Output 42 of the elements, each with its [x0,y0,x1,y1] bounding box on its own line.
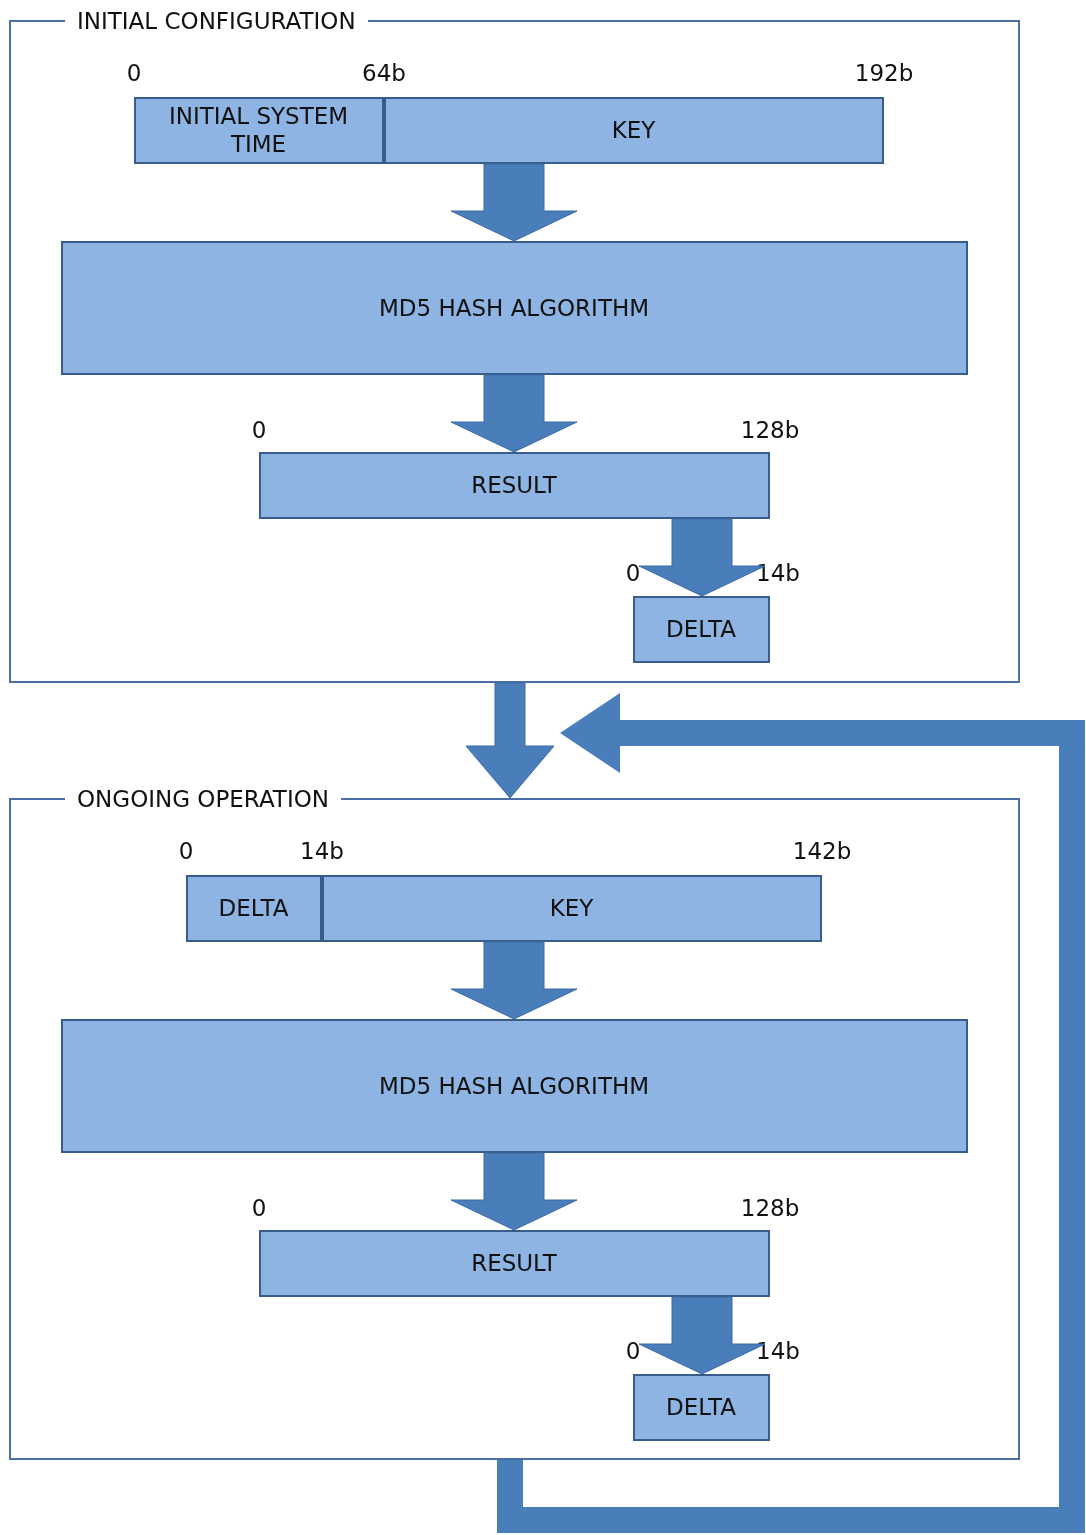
field-label: DELTA [218,894,289,922]
bit-offset-label: 0 [178,837,194,865]
field-box [632,1373,770,1441]
block-arrow [450,941,578,1020]
field-box [321,874,822,942]
field-label: RESULT [471,1249,557,1277]
bit-offset-label: 192b [854,59,914,87]
field-label: DELTA [666,1393,736,1421]
field-box [258,451,770,519]
block-arrow [638,518,766,597]
block-arrow [638,1296,766,1375]
field-label: DELTA [666,615,736,643]
field-box [185,874,322,942]
bit-offset-label: 128b [740,1194,800,1222]
field-box [60,1018,968,1153]
feedback-arrow [497,693,1085,1533]
field-box [383,96,884,164]
field-label: KEY [611,116,656,144]
bit-offset-label: 14b [300,837,344,865]
bit-offset-label: 0 [126,59,142,87]
field-box [632,595,770,663]
block-arrow [465,682,555,799]
bit-offset-label: 14b [756,1337,800,1365]
bit-offset-label: 0 [251,416,267,444]
field-label: MD5 HASH ALGORITHM [378,1071,650,1100]
field-box [133,96,384,164]
bit-offset-label: 0 [251,1194,267,1222]
field-label: MD5 HASH ALGORITHM [378,293,650,322]
bit-offset-label: 142b [792,837,852,865]
field-label: KEY [549,894,594,922]
block-arrow [450,374,578,453]
bit-offset-label: 0 [625,1337,641,1365]
bit-offset-label: 64b [362,59,406,87]
field-label: RESULT [471,471,557,499]
bit-offset-label: 128b [740,416,800,444]
field-box [258,1229,770,1297]
field-box [60,240,968,375]
bit-offset-label: 14b [756,559,800,587]
block-arrow [450,163,578,242]
block-arrow [450,1152,578,1231]
field-label: INITIAL SYSTEM TIME [167,102,350,158]
bit-offset-label: 0 [625,559,641,587]
